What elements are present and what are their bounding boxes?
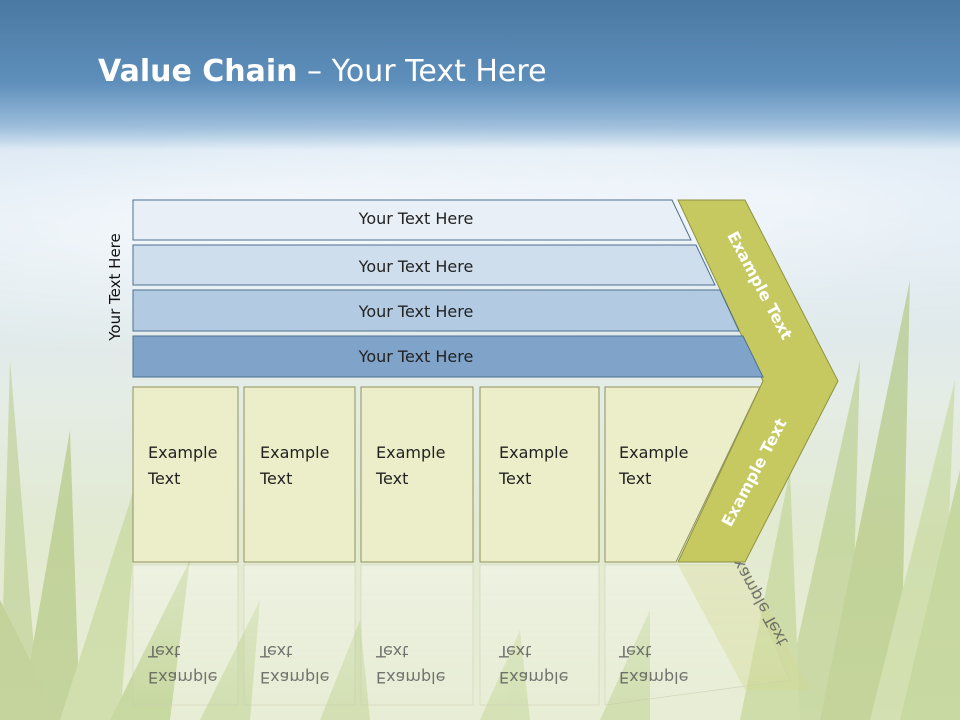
column-label-line2: Text	[375, 469, 408, 488]
column-label-line1: Example	[148, 443, 217, 462]
primary-activity-columns: Example Text Example Text Example Text E…	[132, 386, 761, 563]
title-bold-part: Value Chain	[98, 54, 298, 89]
bar-label: Your Text Here	[358, 209, 474, 228]
column-label-line2: Text	[498, 469, 531, 488]
reflection-text: Example	[499, 668, 568, 687]
reflection-text: Text	[498, 642, 531, 661]
column-label-line2: Text	[147, 469, 180, 488]
bar-shape	[132, 335, 764, 378]
activity-column	[479, 386, 600, 563]
bar-shape	[132, 199, 692, 241]
bar-shape	[132, 289, 740, 332]
column-reflection	[479, 564, 600, 706]
column-label-line2: Text	[618, 469, 651, 488]
activity-column	[360, 386, 474, 563]
activity-column	[243, 386, 356, 563]
chevron-arrow	[677, 199, 839, 563]
activity-column	[604, 386, 761, 563]
column-reflection	[132, 564, 239, 706]
title-bar	[0, 0, 960, 150]
column-label-line1: Example	[619, 443, 688, 462]
chevron-reflection	[678, 565, 810, 690]
column-label-line2: Text	[259, 469, 292, 488]
reflection-text: Text	[147, 642, 180, 661]
reflection-text: Example	[619, 668, 688, 687]
bar-label: Your Text Here	[358, 347, 474, 366]
bar-label: Your Text Here	[358, 302, 474, 321]
support-activity-bars: Your Text Here Your Text Here Your Text …	[132, 199, 764, 378]
activity-column	[132, 386, 239, 563]
reflection-text: Text	[259, 642, 292, 661]
column-label-line1: Example	[376, 443, 445, 462]
reflection-group: Example Text Example Text Example Text E…	[132, 546, 810, 706]
column-label-line1: Example	[260, 443, 329, 462]
reflection-text: Text	[375, 642, 408, 661]
bar-label: Your Text Here	[358, 257, 474, 276]
column-reflection	[243, 564, 356, 706]
column-reflection	[604, 564, 791, 706]
reflection-text: Text	[618, 642, 651, 661]
reflection-text: Example	[148, 668, 217, 687]
title-rest-part: – Your Text Here	[297, 54, 547, 89]
slide-title: Value Chain – Your Text Here	[98, 54, 547, 89]
bar-shape	[132, 244, 716, 286]
reflection-text: Example	[260, 668, 329, 687]
column-reflection	[360, 564, 474, 706]
reflection-text: Example	[376, 668, 445, 687]
column-label-line1: Example	[499, 443, 568, 462]
